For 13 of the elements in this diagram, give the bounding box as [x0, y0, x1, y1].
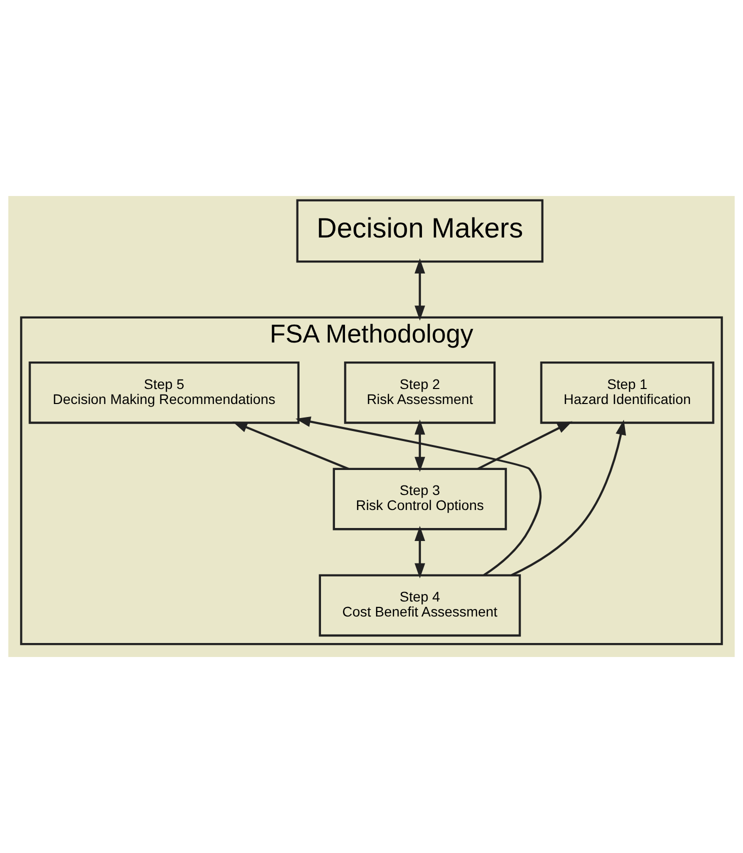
node-box: Step 3 Risk Control Options	[332, 468, 507, 530]
node-box: Decision Makers	[296, 199, 544, 263]
node-box: Step 2 Risk Assessment	[344, 361, 496, 424]
arrow	[414, 526, 426, 578]
arrow	[510, 420, 626, 576]
arrow	[414, 258, 426, 321]
node-box: Step 4 Cost Benefit Assessment	[318, 574, 521, 637]
arrow	[296, 416, 542, 576]
arrow	[477, 421, 572, 470]
node-box: Step 1 Hazard Identification	[540, 361, 714, 424]
arrow	[414, 420, 426, 472]
node-box: Step 5 Decision Making Recommendations	[28, 361, 300, 424]
arrow	[232, 422, 349, 470]
